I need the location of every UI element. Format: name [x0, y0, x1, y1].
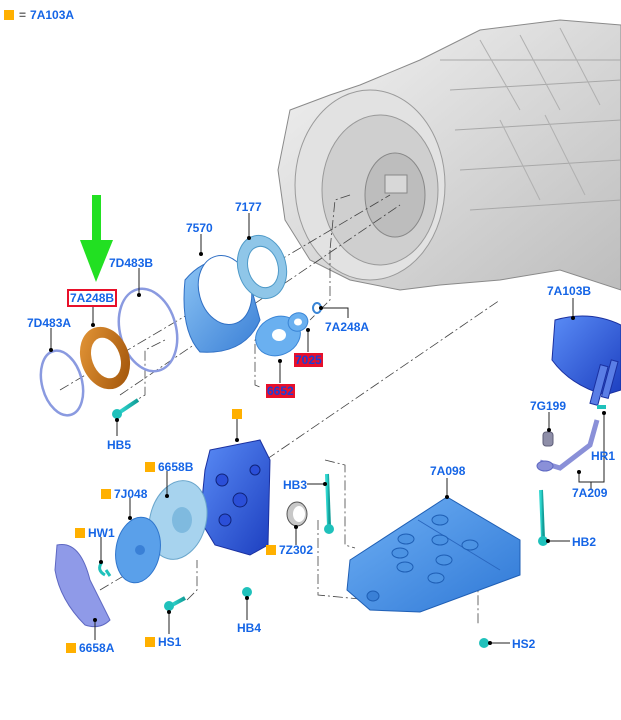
orange-square-marker-icon: [75, 528, 85, 538]
callout-HR1[interactable]: HR1: [591, 449, 616, 463]
oil-pan-7A098: [346, 496, 521, 613]
callout-7Z302-text: 7Z302: [279, 543, 314, 557]
callout-7A248B[interactable]: 7A248B: [66, 289, 118, 307]
callout-7177[interactable]: 7177: [235, 200, 262, 214]
callout-HS1-text: HS1: [158, 635, 182, 649]
bolt-HB3: [324, 473, 334, 534]
bolt-HB4: [242, 567, 252, 597]
callout-6658A-text: 6658A: [79, 641, 115, 655]
callout-HS1[interactable]: HS1: [145, 635, 181, 649]
legend-equals: =: [19, 8, 27, 22]
callout-7A209[interactable]: 7A209: [572, 486, 608, 500]
washer-7025: [287, 312, 309, 332]
callout-HW1-text: HW1: [88, 526, 115, 540]
snap-ring-7D483A: [39, 349, 85, 417]
clip-HW1: [98, 561, 112, 577]
seal-7Z302: [286, 501, 308, 527]
callout-7570[interactable]: 7570: [186, 221, 213, 235]
orange-square-marker-icon: [145, 462, 155, 472]
leader-lines: [50, 213, 605, 644]
callout-7G199[interactable]: 7G199: [530, 399, 567, 413]
callout-7A103B[interactable]: 7A103B: [547, 284, 592, 298]
cable-bracket-7A209: [536, 419, 600, 472]
callout-7A248A[interactable]: 7A248A: [325, 320, 370, 334]
orange-square-marker-icon: [101, 489, 111, 499]
orange-square-marker-icon: [232, 409, 242, 419]
snap-ring-7D483B: [117, 287, 179, 373]
callout-6658B[interactable]: 6658B: [145, 460, 193, 474]
disc-7J048: [115, 516, 161, 584]
callout-HS2[interactable]: HS2: [512, 637, 536, 651]
callout-7J048-text: 7J048: [114, 487, 148, 501]
callout-HW1[interactable]: HW1: [75, 526, 115, 540]
callout-7025[interactable]: 7025: [294, 353, 323, 367]
callout-pump-marker[interactable]: [232, 407, 245, 421]
transmission-casing: [277, 19, 621, 291]
callout-7A098[interactable]: 7A098: [430, 464, 466, 478]
bushing-7G199: [542, 431, 554, 447]
callout-7Z302[interactable]: 7Z302: [266, 543, 313, 557]
callout-6658A[interactable]: 6658A: [66, 641, 114, 655]
green-arrow-icon: [80, 195, 113, 282]
ring-gear-7177: [236, 234, 288, 300]
orange-square-marker-icon: [4, 10, 14, 20]
legend-part-number: 7A103A: [30, 8, 75, 22]
leader-dots: [49, 236, 606, 645]
callout-7J048[interactable]: 7J048: [101, 487, 147, 501]
bolt-HB2: [538, 489, 548, 546]
callout-HB2[interactable]: HB2: [572, 535, 597, 549]
callout-6658B-text: 6658B: [158, 460, 194, 474]
clip-HR1: [597, 405, 606, 409]
callout-7D483B[interactable]: 7D483B: [109, 256, 154, 270]
callout-HB4[interactable]: HB4: [237, 621, 262, 635]
legend: =7A103A: [4, 8, 74, 22]
seal-7A248B: [79, 326, 131, 390]
cover-6658A: [54, 543, 111, 628]
actuator-7A103B: [551, 315, 621, 406]
callout-7D483A[interactable]: 7D483A: [27, 316, 72, 330]
pump-assembly: [199, 439, 271, 556]
callout-HB5[interactable]: HB5: [107, 438, 132, 452]
callout-HB3[interactable]: HB3: [283, 478, 308, 492]
plate-6658B: [148, 480, 208, 560]
bolt-HS2: [479, 626, 489, 648]
callout-6652[interactable]: 6652: [266, 384, 295, 398]
orange-square-marker-icon: [266, 545, 276, 555]
bolt-HB5: [112, 398, 140, 419]
orange-square-marker-icon: [145, 637, 155, 647]
bolt-HS1: [164, 596, 186, 611]
orange-square-marker-icon: [66, 643, 76, 653]
